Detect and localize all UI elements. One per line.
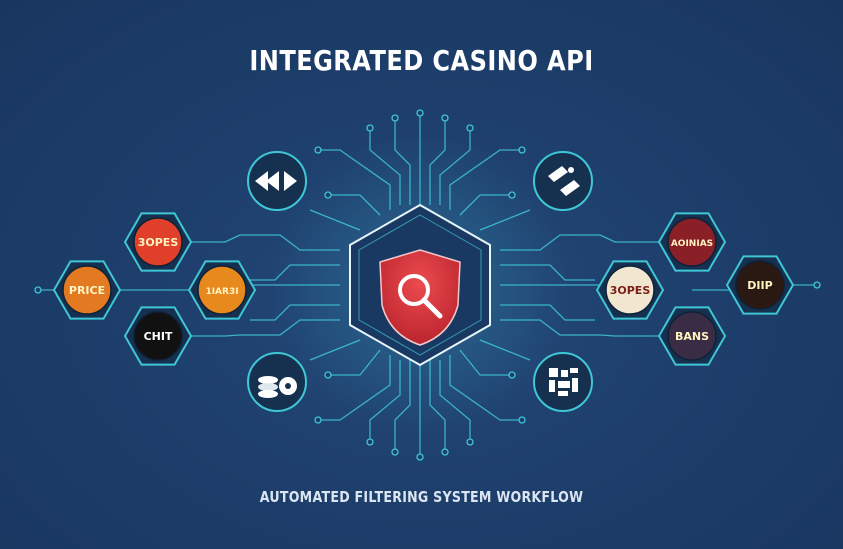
provider-label: DIIP: [747, 279, 772, 292]
provider-node-left-3: 1IAR3I: [187, 260, 257, 320]
circuit-nodes: [34, 109, 821, 461]
provider-node-right-4: BANS: [657, 306, 727, 366]
provider-label: CHIT: [144, 330, 173, 343]
provider-node-right-3: DIIP: [725, 255, 795, 315]
provider-label: AOINIAS: [671, 239, 713, 249]
provider-label: 1IAR3I: [205, 287, 238, 297]
provider-node-left-4: CHIT: [123, 306, 193, 366]
provider-label: 3OPES: [610, 284, 651, 297]
providers-left: 3OPES PRICE 1IAR3I CHIT: [52, 212, 257, 366]
provider-logo: [667, 311, 717, 361]
provider-label: BANS: [675, 330, 709, 343]
provider-node-left-1: 3OPES: [123, 212, 193, 272]
diagram-subtitle: AUTOMATED FILTERING SYSTEM WORKFLOW: [259, 488, 584, 506]
fast-forward-rewind-icon: [247, 151, 307, 211]
provider-logo: [62, 265, 112, 315]
provider-logo: [197, 265, 247, 315]
provider-label: PRICE: [69, 284, 105, 297]
shield-magnifier-icon: [379, 249, 461, 346]
center-node: [349, 203, 491, 367]
provider-node-right-2: 3OPES: [595, 260, 665, 320]
provider-logo: [605, 265, 655, 315]
provider-logo: [735, 260, 785, 310]
chips-film-reel-icon: [247, 352, 307, 412]
diagram-title: INTEGRATED CASINO API: [249, 44, 594, 77]
provider-logo: [667, 217, 717, 267]
circuit-traces: [40, 115, 815, 455]
provider-node-right-1: AOINIAS: [657, 212, 727, 272]
providers-right: AOINIAS 3OPES DIIP BANS: [595, 212, 795, 366]
grid-blocks-icon: [533, 352, 593, 412]
provider-node-left-2: PRICE: [52, 260, 122, 320]
provider-logo: [133, 311, 183, 361]
tag-arrows-icon: [533, 151, 593, 211]
provider-logo: [133, 217, 183, 267]
provider-label: 3OPES: [138, 236, 179, 249]
